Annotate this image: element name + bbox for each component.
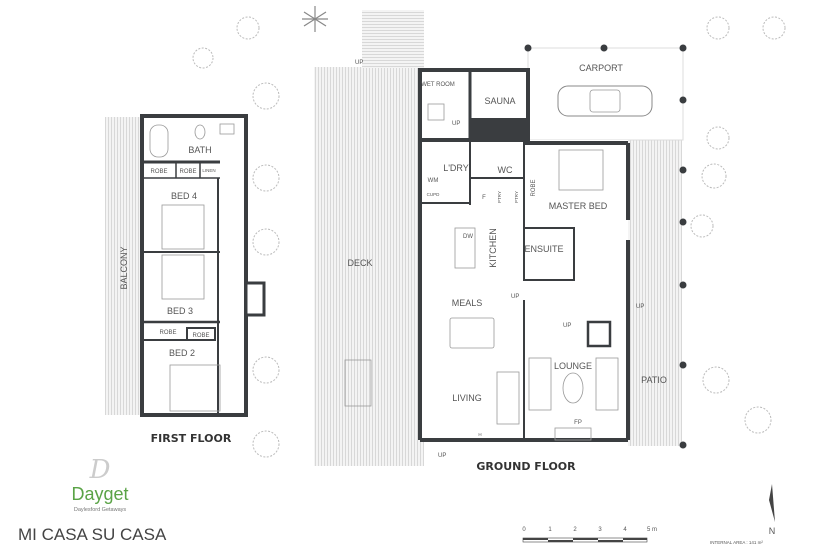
north-arrow-icon: N (769, 484, 776, 536)
room-kitchen: KITCHEN (488, 228, 498, 268)
room-pantry: PTRY (497, 191, 502, 203)
logo-tagline: Daylesford Getaways (74, 507, 127, 513)
room-robe: ROBE (150, 169, 167, 175)
room-robe: ROBE (159, 330, 176, 336)
scale-bar: 0 1 2 3 4 5 m (522, 527, 657, 543)
room-robe: ROBE (531, 179, 537, 196)
svg-text:4: 4 (623, 527, 627, 533)
room-master-bed: MASTER BED (549, 201, 608, 211)
room-robe: ROBE (192, 333, 209, 339)
room-carport: CARPORT (579, 63, 623, 73)
property-name: MI CASA SU CASA (18, 525, 167, 544)
dishwasher-label: DW (463, 234, 473, 240)
stair-up: UP (452, 121, 460, 127)
room-wc: WC (498, 165, 513, 175)
room-wm: WM (428, 178, 439, 184)
ground-floor-title: GROUND FLOOR (476, 460, 576, 473)
first-floor-title: FIRST FLOOR (151, 432, 232, 445)
internal-area: INTERNAL AREA : 141 m² (710, 540, 763, 545)
trees (192, 6, 786, 458)
svg-text:2: 2 (573, 527, 577, 533)
svg-text:N: N (769, 526, 776, 536)
room-linen: LINEN (202, 168, 215, 173)
stair-up: UP (355, 60, 363, 66)
room-wet-room: WET ROOM (421, 82, 455, 88)
svg-text:1: 1 (548, 527, 552, 533)
room-robe: ROBE (179, 169, 196, 175)
logo-name: Dayget (71, 484, 128, 504)
car-icon (557, 85, 653, 117)
room-cupd: CUPD (427, 192, 441, 197)
patio-label: PATIO (641, 375, 667, 385)
heater-label: H (478, 432, 481, 437)
balcony-label: BALCONY (119, 246, 129, 289)
room-sauna: SAUNA (484, 96, 515, 106)
deck (314, 67, 424, 466)
fireplace-label: FP (574, 420, 582, 426)
ground-floor-plan: WET ROOM SAUNA CARPORT L'DRY WC WM CUPD … (314, 10, 687, 466)
svg-text:0: 0 (522, 527, 526, 533)
room-fridge: F (482, 195, 486, 201)
room-meals: MEALS (452, 298, 483, 308)
room-lounge: LOUNGE (554, 361, 592, 371)
stair-up: UP (636, 304, 644, 310)
patio (628, 140, 682, 446)
svg-text:3: 3 (598, 527, 602, 533)
room-bed-2: BED 2 (169, 348, 195, 358)
room-ensuite: ENSUITE (524, 244, 563, 254)
room-bed-4: BED 4 (171, 191, 197, 201)
room-pantry: PTRY (514, 191, 519, 203)
balcony (105, 117, 143, 415)
carport-posts (524, 44, 687, 449)
stair-up: UP (511, 294, 519, 300)
stair-up: UP (438, 453, 446, 459)
dayget-logo: D Dayget Daylesford Getaways (71, 455, 128, 513)
stair-up: UP (563, 323, 571, 329)
palm-icon (302, 6, 328, 32)
first-floor-plan: BATH ROBE ROBE LINEN BED 4 BED 3 ROBE RO… (105, 114, 266, 417)
room-living: LIVING (452, 393, 482, 403)
deck-label: DECK (347, 258, 372, 268)
room-laundry: L'DRY (443, 163, 469, 173)
room-bed-3: BED 3 (167, 306, 193, 316)
svg-text:5 m: 5 m (647, 527, 657, 533)
logo-monogram: D (89, 455, 111, 485)
room-bath: BATH (188, 145, 211, 155)
